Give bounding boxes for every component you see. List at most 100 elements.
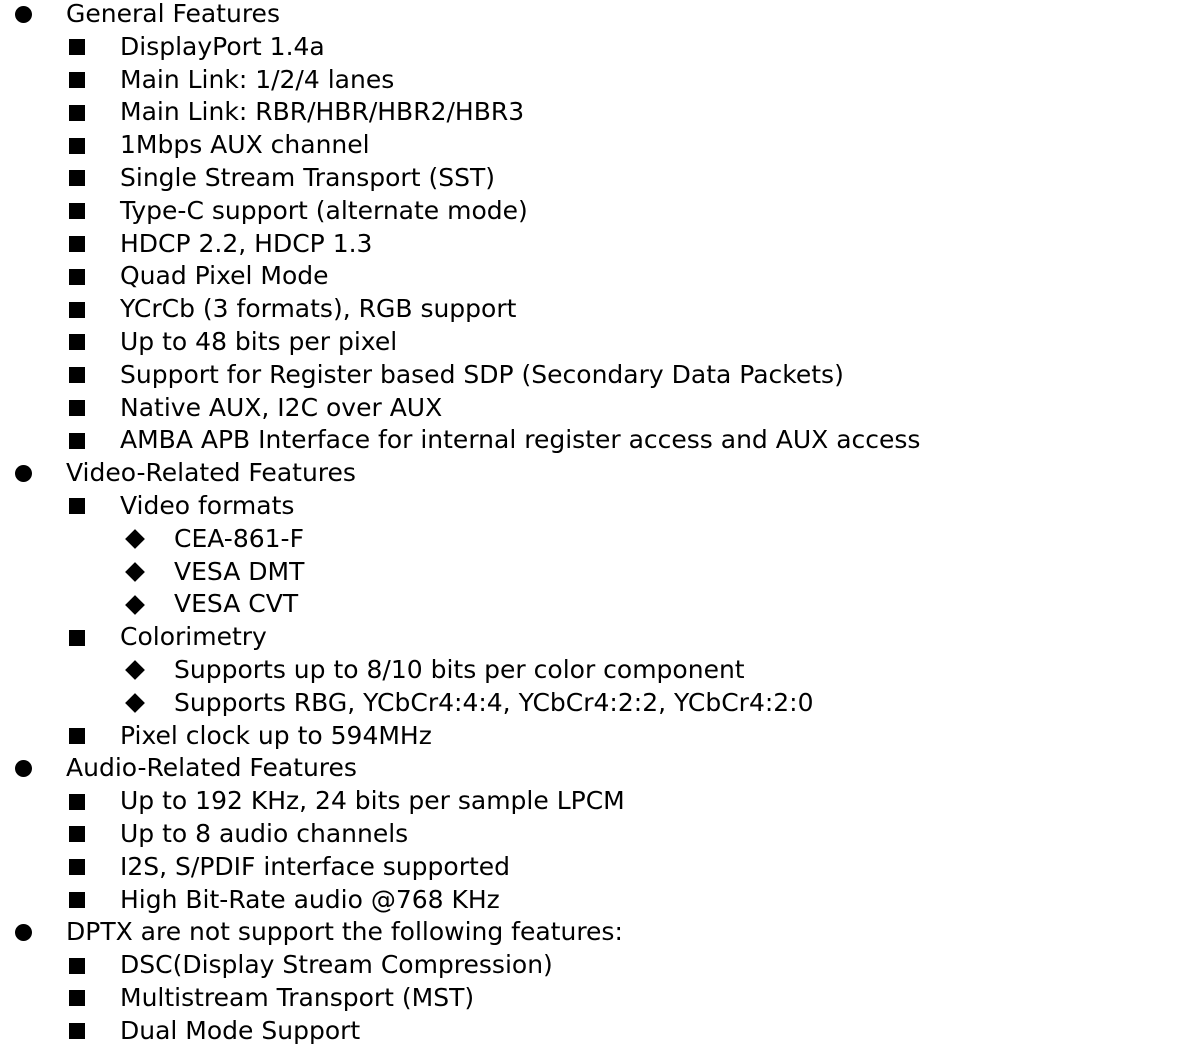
square-bullet-icon [69,957,85,974]
square-bullet-icon [69,891,85,908]
bullet-marker [122,523,148,556]
round-bullet-icon [14,465,32,483]
feature-item: Up to 48 bits per pixel [0,326,1178,359]
item-text: DisplayPort 1.4a [120,31,325,61]
feature-item: HDCP 2.2, HDCP 1.3 [0,228,1178,261]
item-text: VESA DMT [174,556,305,586]
bullet-marker [66,326,88,359]
bullet-marker [66,31,88,64]
square-bullet-icon [69,170,85,187]
item-text: Video-Related Features [66,458,356,488]
item-text: Pixel clock up to 594MHz [120,720,432,750]
bullet-marker [66,228,88,261]
item-text: AMBA APB Interface for internal register… [120,425,921,455]
item-text: YCrCb (3 formats), RGB support [120,294,517,324]
item-text: Video formats [120,490,295,520]
bullet-marker [66,884,88,917]
square-bullet-icon [69,826,85,843]
round-bullet-icon [14,760,32,778]
item-text: Colorimetry [120,622,267,652]
item-text: Supports up to 8/10 bits per color compo… [174,654,745,684]
bullet-marker [66,96,88,129]
bullet-marker [66,851,88,884]
feature-item: Pixel clock up to 594MHz [0,720,1178,753]
section-heading: Video-Related Features [0,457,1178,490]
section-heading: DPTX are not support the following featu… [0,916,1178,949]
diamond-bullet-icon [125,594,145,615]
item-text: Audio-Related Features [66,753,357,783]
square-bullet-icon [69,104,85,121]
feature-item: Colorimetry [0,621,1178,654]
feature-item: Support for Register based SDP (Secondar… [0,359,1178,392]
feature-item: Main Link: RBR/HBR/HBR2/HBR3 [0,96,1178,129]
item-text: Main Link: 1/2/4 lanes [120,64,395,94]
item-text: Supports RBG, YCbCr4:4:4, YCbCr4:2:2, YC… [174,687,814,717]
bullet-marker [66,720,88,753]
feature-item: Up to 192 KHz, 24 bits per sample LPCM [0,785,1178,818]
item-text: Support for Register based SDP (Secondar… [120,359,844,389]
bullet-marker [66,293,88,326]
feature-item: I2S, S/PDIF interface supported [0,851,1178,884]
square-bullet-icon [69,71,85,88]
sub-feature-item: VESA DMT [0,556,1178,589]
square-bullet-icon [69,235,85,252]
sub-feature-item: VESA CVT [0,588,1178,621]
square-bullet-icon [69,39,85,56]
bullet-marker [66,129,88,162]
bullet-marker [122,687,148,720]
diamond-bullet-icon [125,529,145,550]
bullet-marker [122,654,148,687]
square-bullet-icon [69,301,85,318]
item-text: Up to 48 bits per pixel [120,326,398,356]
feature-item: 1Mbps AUX channel [0,129,1178,162]
sub-feature-item: Supports RBG, YCbCr4:4:4, YCbCr4:2:2, YC… [0,687,1178,720]
feature-item: DSC(Display Stream Compression) [0,949,1178,982]
square-bullet-icon [69,793,85,810]
bullet-marker [66,260,88,293]
square-bullet-icon [69,399,85,416]
square-bullet-icon [69,859,85,876]
bullet-marker [66,424,88,457]
feature-item: Quad Pixel Mode [0,260,1178,293]
bullet-marker [10,457,36,490]
bullet-marker [66,982,88,1015]
item-text: HDCP 2.2, HDCP 1.3 [120,228,373,258]
bullet-marker [66,359,88,392]
bullet-marker [10,916,36,949]
round-bullet-icon [14,5,32,23]
item-text: Up to 192 KHz, 24 bits per sample LPCM [120,786,625,816]
item-text: Type-C support (alternate mode) [120,195,528,225]
item-text: 1Mbps AUX channel [120,130,370,160]
feature-item: Type-C support (alternate mode) [0,195,1178,228]
bullet-marker [66,818,88,851]
feature-item: Up to 8 audio channels [0,818,1178,851]
bullet-marker [66,195,88,228]
feature-item: YCrCb (3 formats), RGB support [0,293,1178,326]
diamond-bullet-icon [125,660,145,681]
bullet-marker [66,621,88,654]
square-bullet-icon [69,268,85,285]
feature-item: Dual Mode Support [0,1015,1178,1048]
square-bullet-icon [69,203,85,220]
item-text: General Features [66,0,280,28]
item-text: Main Link: RBR/HBR/HBR2/HBR3 [120,97,525,127]
feature-item: Multistream Transport (MST) [0,982,1178,1015]
feature-item: Native AUX, I2C over AUX [0,392,1178,425]
diamond-bullet-icon [125,562,145,582]
bullet-marker [66,162,88,195]
item-text: High Bit-Rate audio @768 KHz [120,884,500,914]
sub-feature-item: CEA-861-F [0,523,1178,556]
bullet-marker [66,392,88,425]
square-bullet-icon [69,367,85,384]
square-bullet-icon [69,629,85,646]
item-text: Native AUX, I2C over AUX [120,392,443,422]
bullet-marker [66,64,88,97]
diamond-bullet-icon [125,693,145,714]
bullet-marker [66,949,88,982]
bullet-marker [66,490,88,523]
item-text: Multistream Transport (MST) [120,982,475,1012]
feature-item: AMBA APB Interface for internal register… [0,424,1178,457]
bullet-marker [122,556,148,589]
bullet-marker [122,588,148,621]
